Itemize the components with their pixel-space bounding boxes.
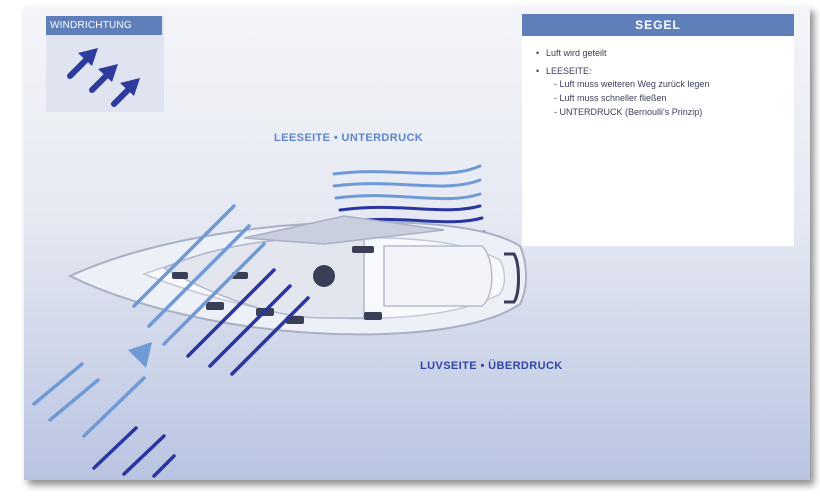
panel-bullet-2-text: LEESEITE: [546,66,592,76]
luv-line-1 [32,362,84,406]
lee-side-label: LEESEITE • UNTERDRUCK [274,132,424,144]
luv-line-4 [92,426,138,470]
wind-line-1 [132,204,236,308]
mast-icon [313,265,335,287]
wind-line-4 [186,268,276,358]
lee-flow-line-2 [332,178,482,188]
lee-flow-line-1 [332,164,482,176]
sail-diagram [32,164,527,478]
luv-side-label: LUVSEITE • ÜBERDRUCK [420,360,563,372]
luv-line-2 [48,378,100,422]
cockpit [383,245,493,307]
luv-line-5 [122,434,166,476]
wind-direction-box: WINDRICHTUNG [46,16,164,112]
wind-line-3 [162,242,266,346]
wind-arrows-icon [67,48,140,107]
luv-line-6 [152,454,176,478]
lee-flow-line-4 [338,204,482,212]
panel-sub-3: - UNTERDRUCK (Bernoulli's Prinzip) [554,107,703,117]
sail-info-panel: SEGEL Luft wird geteilt LEESEITE: - Luft… [522,14,794,246]
porthole-3 [206,302,224,310]
porthole-5 [286,316,304,324]
porthole-1 [172,272,188,279]
wind-line-2 [147,224,251,328]
panel-sublist: - Luft muss weiteren Weg zurück legen - … [546,79,794,118]
panel-title: SEGEL [522,14,794,36]
wind-line-6 [230,296,310,376]
panel-bullet-1: Luft wird geteilt [536,48,794,58]
wind-line-5 [208,284,292,368]
luv-line-3 [82,376,146,438]
panel-bullet-2: LEESEITE: - Luft muss weiteren Weg zurüc… [536,66,794,118]
slide: WINDRICHTUNG [24,6,810,480]
wind-direction-label: WINDRICHTUNG [46,16,162,35]
panel-sub-1: - Luft muss weiteren Weg zurück legen [554,79,710,89]
stern-rail [504,252,520,304]
porthole-6 [364,312,382,320]
sail [243,215,445,245]
panel-list: Luft wird geteilt LEESEITE: - Luft muss … [522,48,794,118]
hatch [352,246,374,253]
panel-sub-2: - Luft muss schneller fließen [554,93,667,103]
lee-flow-line-3 [334,192,482,201]
luv-arrow-icon [128,342,152,368]
